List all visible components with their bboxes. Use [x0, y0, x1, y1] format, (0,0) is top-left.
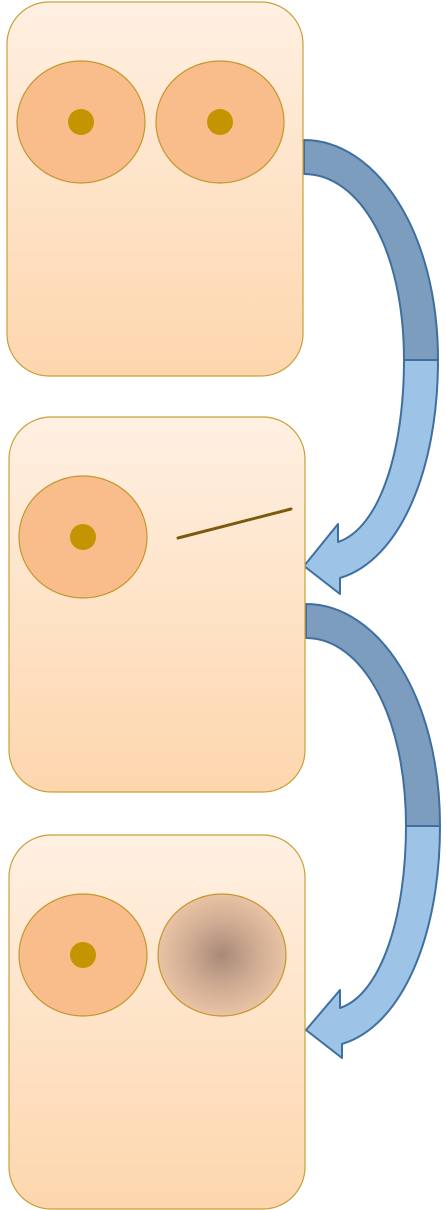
panel-1-cell-left — [17, 61, 145, 183]
nucleus-icon — [207, 109, 233, 135]
panel-1-cell-right — [156, 61, 284, 183]
nucleus-icon — [68, 109, 94, 135]
panel-2-background — [9, 417, 305, 792]
panel-3-cell-left — [19, 894, 147, 1016]
arrow-2-front-face — [306, 826, 440, 1058]
panel-2 — [9, 417, 305, 792]
panel-2-cell-left — [19, 476, 147, 598]
panel-1 — [7, 2, 303, 376]
panel-3-background — [9, 835, 305, 1209]
diffuse-cell-icon — [158, 894, 286, 1016]
transition-arrow-1 — [304, 140, 438, 594]
panel-3-cell-right — [158, 894, 286, 1016]
transition-arrow-2 — [306, 604, 440, 1058]
nucleus-icon — [70, 942, 96, 968]
arrow-2-back-face — [306, 604, 440, 826]
panel-3 — [9, 835, 305, 1209]
nucleus-icon — [70, 524, 96, 550]
arrow-1-front-face — [304, 360, 438, 594]
arrow-1-back-face — [304, 140, 438, 360]
panel-1-background — [7, 2, 303, 376]
